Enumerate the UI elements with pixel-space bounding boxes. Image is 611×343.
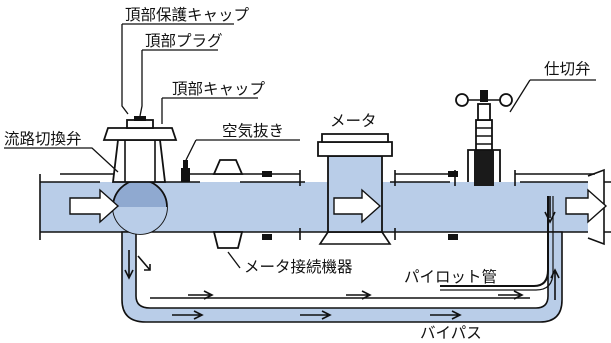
bypass-arrow-up [550, 268, 560, 300]
flow-arrows [69, 188, 608, 320]
bypass-arrow-2 [300, 310, 332, 320]
label-meter: メータ [330, 112, 377, 130]
label-bypass: バイパス [420, 324, 482, 342]
gate-valve [455, 90, 513, 186]
pilot-pipe-arrow [544, 196, 556, 224]
bypass-arrow-down [124, 250, 134, 280]
pilot-arrow-3 [498, 290, 524, 300]
labels: 頂部保護キャップ 頂部プラグ 頂部キャップ 流路切換弁 空気抜き メータ 仕切弁… [4, 6, 591, 342]
inlet-flow-arrow [69, 188, 120, 224]
label-air-vent: 空気抜き [222, 122, 284, 140]
label-gate-valve: 仕切弁 [544, 60, 591, 78]
bypass-arrow-3 [430, 310, 462, 320]
pilot-arrow-1 [188, 290, 214, 300]
meter-body [317, 133, 393, 245]
leader-lines [4, 23, 596, 269]
main-pipe [39, 168, 611, 246]
label-meter-connector: メータ接続機器 [244, 258, 353, 276]
outlet-flow-arrow [565, 188, 608, 224]
bypass-arrow-1 [172, 310, 204, 320]
label-pilot-pipe: パイロット管 [404, 268, 497, 286]
main-pipe-water [40, 182, 588, 232]
pilot-arrow-2 [346, 290, 372, 300]
label-top-cap: 頂部キャップ [172, 80, 266, 98]
air-vent [181, 160, 190, 182]
meter-flow-arrow [333, 188, 382, 224]
meter-connector [212, 159, 244, 249]
label-top-plug: 頂部プラグ [145, 32, 223, 50]
label-top-protection-cap: 頂部保護キャップ [125, 6, 250, 24]
label-flow-switch-valve: 流路切換弁 [4, 130, 82, 148]
pilot-pipe [440, 196, 556, 291]
flow-switch-valve [102, 116, 178, 235]
bypass-arrow-diag [137, 255, 151, 271]
